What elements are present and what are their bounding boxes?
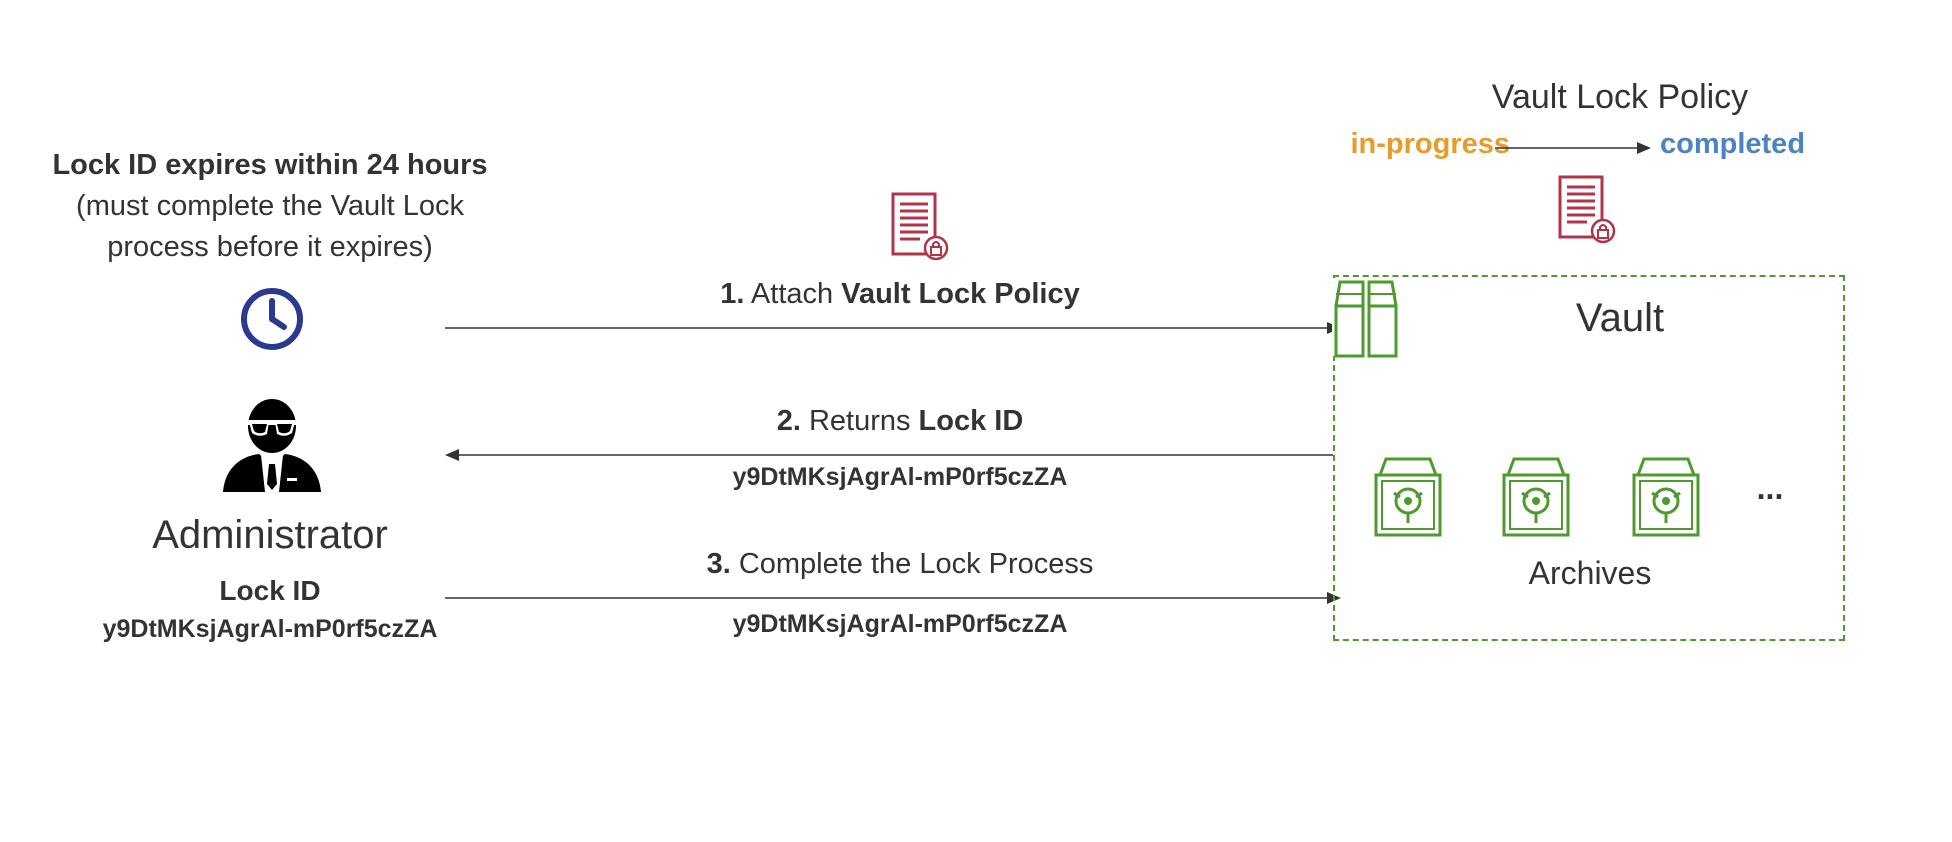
step-3-label: 3. Complete the Lock Process <box>600 548 1200 581</box>
state-transition-arrow <box>1495 142 1651 154</box>
expiry-note-line-1: (must complete the Vault Lock <box>76 190 464 222</box>
step-3-text: Complete the Lock Process <box>738 548 1094 580</box>
more-archives-ellipsis: ... <box>1756 470 1784 506</box>
archive-icon <box>1632 457 1700 537</box>
step-3-number: 3. <box>706 548 731 580</box>
lock-id-value: y9DtMKsjAgrAl-mP0rf5czZA <box>102 615 438 643</box>
policy-title: Vault Lock Policy <box>1491 78 1749 116</box>
step-1-text: Attach <box>750 278 834 310</box>
policy-state-completed: completed <box>1660 128 1806 160</box>
archives-label: Archives <box>1528 555 1652 591</box>
step-2-lock-id: y9DtMKsjAgrAl-mP0rf5czZA <box>732 463 1068 491</box>
administrator-user-icon <box>223 399 321 492</box>
step-2-text: Returns <box>808 405 911 437</box>
clock-icon <box>241 288 303 350</box>
step-2-number: 2. <box>776 405 801 437</box>
step-2-emphasis: Lock ID <box>918 405 1024 437</box>
administrator-label: Administrator <box>152 513 388 557</box>
expiry-note-line-2: process before it expires) <box>107 231 433 263</box>
locked-document-icon <box>1558 175 1616 244</box>
vault-icon <box>1332 278 1400 358</box>
step-1-number: 1. <box>720 278 745 310</box>
policy-state-in-progress: in-progress <box>1350 128 1510 160</box>
step-2-arrow <box>445 449 1333 461</box>
lock-id-expiry-note: Lock ID expires within 24 hours (must co… <box>20 145 520 268</box>
vault-container <box>1333 275 1845 641</box>
step-1-arrow <box>445 322 1341 334</box>
locked-document-icon <box>891 192 949 261</box>
vault-label: Vault <box>1575 296 1665 340</box>
expiry-heading: Lock ID expires within 24 hours <box>52 149 488 181</box>
step-1-label: 1. Attach Vault Lock Policy <box>600 278 1200 311</box>
archive-icon <box>1502 457 1570 537</box>
lock-id-title: Lock ID <box>219 575 321 606</box>
step-1-emphasis: Vault Lock Policy <box>841 278 1080 310</box>
archive-icon <box>1374 457 1442 537</box>
step-2-label: 2. Returns Lock ID <box>600 405 1200 438</box>
step-3-arrow <box>445 592 1341 604</box>
step-3-lock-id: y9DtMKsjAgrAl-mP0rf5czZA <box>732 610 1068 638</box>
